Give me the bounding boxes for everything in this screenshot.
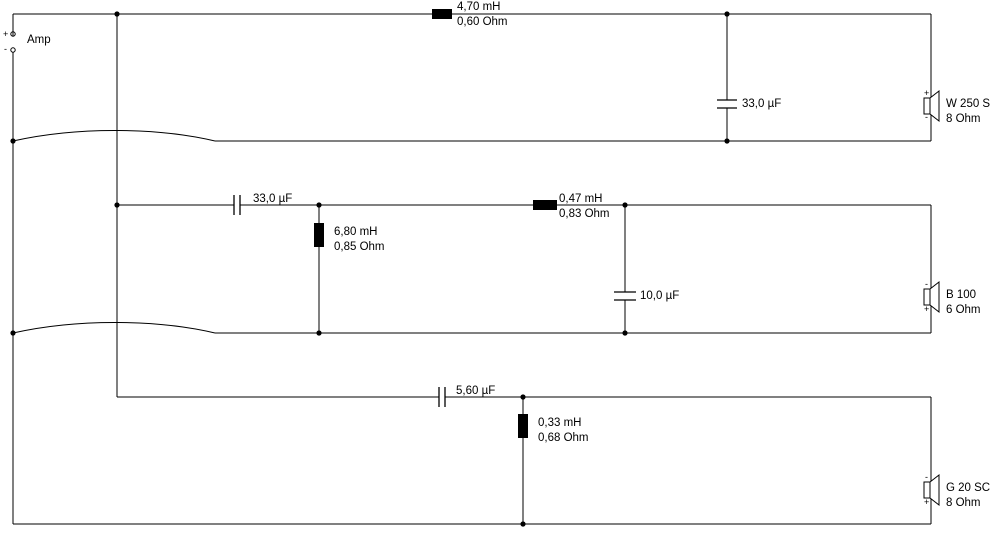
tweeter-shunt-inductor: 0,33 mH 0,68 Ohm (518, 414, 589, 444)
woofer-speaker-impedance: 8 Ohm (946, 113, 981, 125)
mid-shunt-inductor: 6,80 mH 0,85 Ohm (314, 223, 385, 253)
mid-series-capacitor-value: 33,0 µF (253, 193, 292, 205)
tweeter-shunt-inductor-inductance: 0,33 mH (538, 417, 581, 429)
mid-speaker-top-pole: - (925, 279, 928, 289)
tweeter-series-capacitor-value: 5,60 µF (456, 385, 495, 397)
woofer-capacitor-value: 33,0 µF (742, 98, 781, 110)
mid-speaker: - + B 100 6 Ohm (923, 279, 981, 316)
junction-dots (10, 11, 730, 527)
mid-series-capacitor: 33,0 µF (233, 193, 292, 215)
speaker-icon (923, 288, 931, 306)
mid-shunt-inductor-inductance: 6,80 mH (334, 226, 377, 238)
woofer-inductor-resistance: 0,60 Ohm (457, 16, 508, 28)
tweeter-speaker-impedance: 8 Ohm (946, 497, 981, 509)
tweeter-speaker: - + G 20 SC 8 Ohm (923, 472, 990, 509)
woofer-capacitor: 33,0 µF (717, 98, 781, 110)
tweeter-series-capacitor: 5,60 µF (438, 385, 495, 407)
amp-terminals: + - Amp (3, 29, 51, 54)
mid-speaker-name: B 100 (946, 289, 976, 301)
woofer-inductor: 4,70 mH 0,60 Ohm (432, 1, 508, 28)
speaker-icon (923, 481, 931, 499)
mid-series-inductor-inductance: 0,47 mH (559, 193, 602, 205)
woofer-speaker-bottom-pole: - (925, 112, 928, 122)
woofer-speaker-name: W 250 S (946, 98, 990, 110)
mid-speaker-impedance: 6 Ohm (946, 304, 981, 316)
mid-shunt-inductor-resistance: 0,85 Ohm (334, 241, 385, 253)
mid-series-inductor: 0,47 mH 0,83 Ohm (533, 193, 610, 220)
amp-minus-terminal (10, 47, 16, 53)
mid-series-inductor-resistance: 0,83 Ohm (559, 208, 610, 220)
amp-minus-sign: - (4, 44, 7, 54)
mid-speaker-bottom-pole: + (924, 304, 929, 314)
tweeter-speaker-top-pole: - (925, 472, 928, 482)
amp-label: Amp (27, 34, 51, 46)
amp-plus-sign: + (3, 29, 8, 39)
woofer-inductor-inductance: 4,70 mH (457, 1, 500, 13)
woofer-speaker: + - W 250 S 8 Ohm (923, 88, 990, 125)
woofer-speaker-top-pole: + (924, 88, 929, 98)
tweeter-speaker-bottom-pole: + (924, 497, 929, 507)
tweeter-shunt-inductor-resistance: 0,68 Ohm (538, 432, 589, 444)
wiring (12, 13, 932, 525)
tweeter-speaker-name: G 20 SC (946, 482, 990, 494)
mid-shunt-capacitor: 10,0 µF (614, 290, 679, 302)
mid-shunt-capacitor-value: 10,0 µF (640, 290, 679, 302)
